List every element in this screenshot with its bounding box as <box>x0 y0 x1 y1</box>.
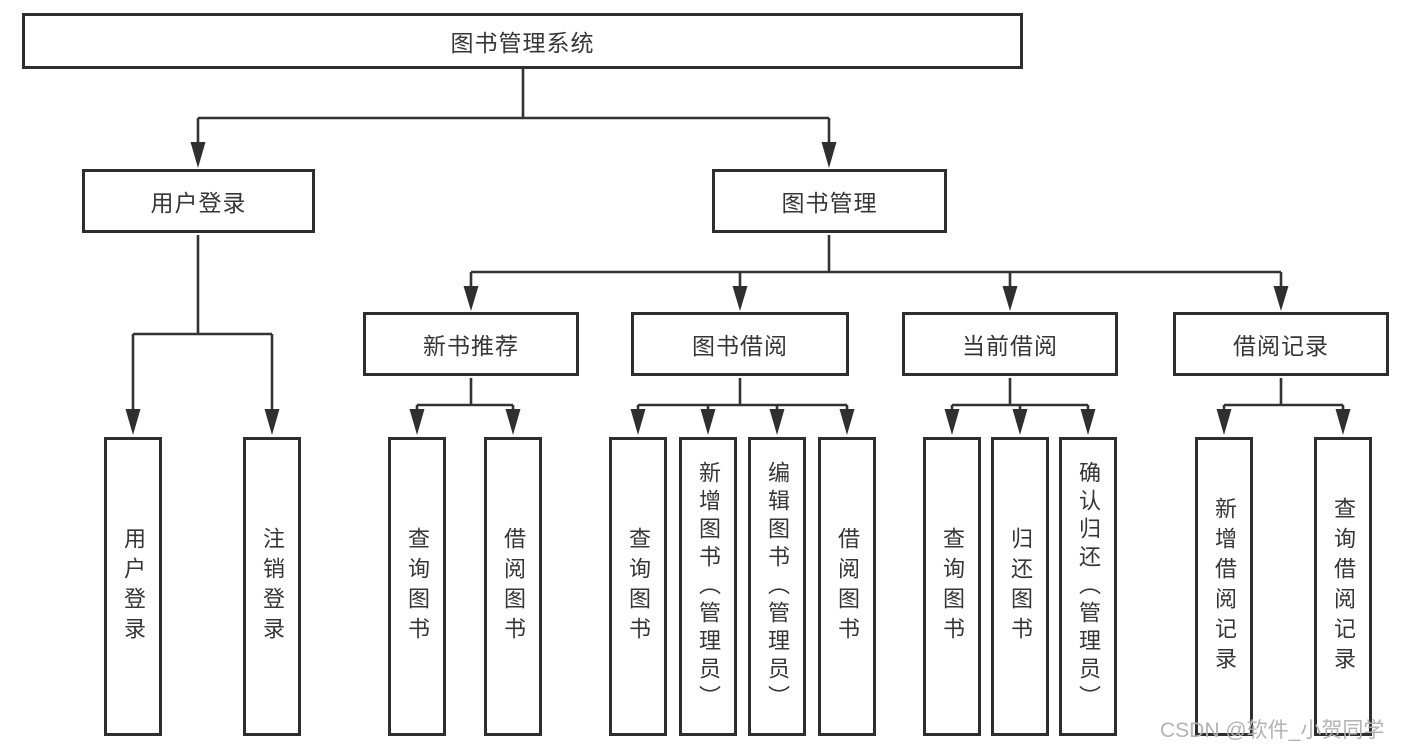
leaf-add-borrow-record-label: 新增借阅记录 <box>1212 496 1237 677</box>
leaf-query-books-recommend-label: 查询图书 <box>405 526 430 647</box>
leaf-add-book-admin: 新增图书（管理员） <box>679 437 737 736</box>
leaf-query-books-borrow-label: 查询图书 <box>626 526 651 647</box>
leaf-return-book-label: 归还图书 <box>1008 526 1033 647</box>
leaf-user-login: 用户登录 <box>104 437 162 736</box>
node-new-book-recommend: 新书推荐 <box>363 312 579 376</box>
leaf-user-login-label: 用户登录 <box>121 526 146 647</box>
leaf-query-books-current: 查询图书 <box>923 437 981 736</box>
leaf-confirm-return-admin-label: 确认归还（管理员） <box>1076 460 1101 713</box>
node-book-management-label: 图书管理 <box>781 190 878 216</box>
leaf-borrow-books-2: 借阅图书 <box>818 437 876 736</box>
leaf-edit-book-admin: 编辑图书（管理员） <box>748 437 806 736</box>
node-library-system: 图书管理系统 <box>22 13 1023 69</box>
node-borrow-records: 借阅记录 <box>1173 312 1389 376</box>
leaf-query-books-current-label: 查询图书 <box>940 526 965 647</box>
leaf-return-book: 归还图书 <box>991 437 1049 736</box>
leaf-logout-label: 注销登录 <box>260 526 285 647</box>
leaf-borrow-books-recommend: 借阅图书 <box>484 437 542 736</box>
node-user-login-label: 用户登录 <box>150 190 247 216</box>
node-book-borrow: 图书借阅 <box>631 312 849 376</box>
leaf-query-books-recommend: 查询图书 <box>388 437 446 736</box>
leaf-edit-book-admin-label: 编辑图书（管理员） <box>765 460 790 713</box>
leaf-add-borrow-record: 新增借阅记录 <box>1195 437 1253 736</box>
node-borrow-records-label: 借阅记录 <box>1233 333 1329 359</box>
leaf-add-book-admin-label: 新增图书（管理员） <box>696 460 721 713</box>
leaf-borrow-books-recommend-label: 借阅图书 <box>501 526 526 647</box>
leaf-confirm-return-admin: 确认归还（管理员） <box>1059 437 1117 736</box>
node-current-borrow-label: 当前借阅 <box>962 333 1058 359</box>
node-library-system-label: 图书管理系统 <box>450 30 595 56</box>
leaf-borrow-books-2-label: 借阅图书 <box>835 526 860 647</box>
leaf-query-books-borrow: 查询图书 <box>609 437 667 736</box>
node-new-book-recommend-label: 新书推荐 <box>423 333 519 359</box>
node-user-login: 用户登录 <box>82 169 315 233</box>
leaf-query-borrow-record: 查询借阅记录 <box>1314 437 1372 736</box>
node-book-borrow-label: 图书借阅 <box>692 333 788 359</box>
node-current-borrow: 当前借阅 <box>902 312 1118 376</box>
leaf-logout: 注销登录 <box>243 437 301 736</box>
node-book-management: 图书管理 <box>712 169 947 233</box>
leaf-query-borrow-record-label: 查询借阅记录 <box>1331 496 1356 677</box>
watermark: CSDN @软件_小贺同学 <box>1160 719 1385 742</box>
